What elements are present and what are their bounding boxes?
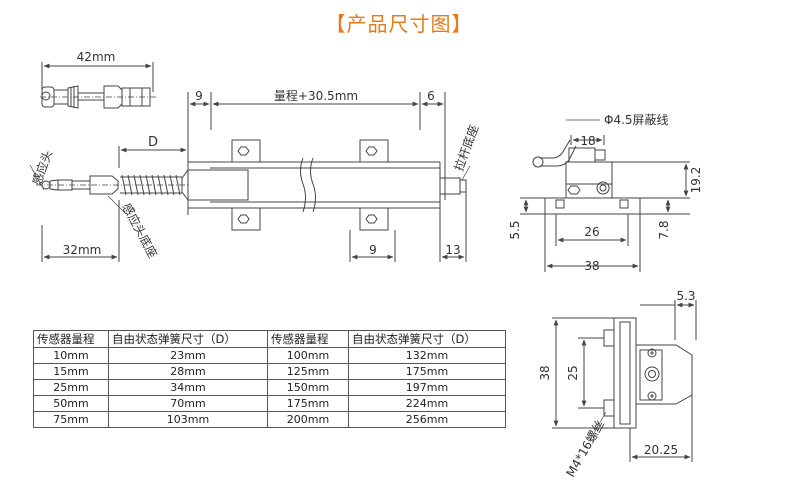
dim-D: D	[148, 135, 158, 150]
table-cell: 175mm	[267, 395, 349, 412]
dim-18: 18	[580, 134, 595, 148]
spring-size-table: 传感器量程 自由状态弹簧尺寸（D） 传感器量程 自由状态弹簧尺寸（D） 10mm…	[33, 330, 506, 428]
dim-7-8: 7.8	[657, 220, 671, 239]
dim-9-left: 9	[195, 89, 203, 103]
side-view-drawing	[29, 92, 471, 262]
dim-19-2: 19.2	[689, 167, 703, 194]
dim-20-25: 20.25	[644, 443, 678, 457]
page-title: 【产品尺寸图】	[325, 12, 473, 36]
dim-38-bracket: 38	[538, 365, 552, 380]
dim-26: 26	[584, 225, 599, 239]
screw-label: M4*16螺丝	[563, 418, 607, 480]
dim-9-bottom: 9	[369, 243, 377, 257]
dim-32mm: 32mm	[63, 243, 102, 257]
header-range-2: 传感器量程	[267, 330, 349, 348]
table-cell: 70mm	[108, 395, 268, 412]
table-row: 50mm 70mm 175mm 224mm	[33, 395, 506, 412]
table-row: 25mm 34mm 150mm 197mm	[33, 379, 506, 396]
table-cell: 75mm	[33, 411, 109, 428]
header-spring-2: 自由状态弹簧尺寸（D）	[348, 330, 506, 348]
head-base-label: 感应头底座	[119, 200, 160, 260]
dim-5-5: 5.5	[508, 220, 522, 239]
header-spring-1: 自由状态弹簧尺寸（D）	[108, 330, 268, 348]
table-cell: 25mm	[33, 379, 109, 396]
end-view-drawing	[520, 119, 690, 272]
table-cell: 100mm	[267, 347, 349, 364]
table-cell: 28mm	[108, 363, 268, 380]
dim-38-end: 38	[584, 259, 599, 273]
dim-5-3: 5.3	[676, 289, 695, 303]
bracket-view-drawing	[552, 300, 697, 462]
table-cell: 34mm	[108, 379, 268, 396]
dim-25: 25	[566, 365, 580, 380]
table-cell: 50mm	[33, 395, 109, 412]
table-cell: 125mm	[267, 363, 349, 380]
dim-42mm: 42mm	[77, 50, 116, 64]
dim-6: 6	[427, 89, 435, 103]
rod-base-label: 拉杆底座	[451, 123, 482, 173]
table-cell: 200mm	[267, 411, 349, 428]
table-cell: 132mm	[348, 347, 506, 364]
table-row: 10mm 23mm 100mm 132mm	[33, 347, 506, 364]
table-cell: 256mm	[348, 411, 506, 428]
probe-detail-drawing	[40, 62, 156, 109]
table-cell: 224mm	[348, 395, 506, 412]
table-cell: 15mm	[33, 363, 109, 380]
table-header-row: 传感器量程 自由状态弹簧尺寸（D） 传感器量程 自由状态弹簧尺寸（D）	[33, 330, 506, 348]
table-cell: 103mm	[108, 411, 268, 428]
table-cell: 175mm	[348, 363, 506, 380]
table-cell: 197mm	[348, 379, 506, 396]
shield-cable-label: Φ4.5屏蔽线	[604, 113, 669, 127]
table-row: 15mm 28mm 125mm 175mm	[33, 363, 506, 380]
header-range-1: 传感器量程	[33, 330, 109, 348]
table-row: 75mm 103mm 200mm 256mm	[33, 411, 506, 428]
table-cell: 10mm	[33, 347, 109, 364]
dim-range: 量程+30.5mm	[274, 88, 358, 103]
table-cell: 150mm	[267, 379, 349, 396]
table-cell: 23mm	[108, 347, 268, 364]
dim-13: 13	[445, 243, 460, 257]
